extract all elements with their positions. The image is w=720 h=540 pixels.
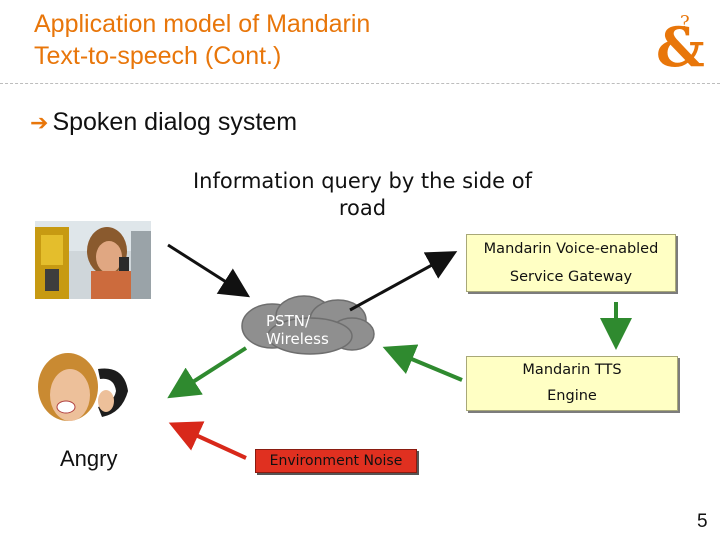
arrow-right-bullet-icon: ➔ <box>30 109 49 135</box>
arrow-caller-to-network <box>167 243 251 298</box>
svg-text:?: ? <box>680 14 690 33</box>
voice-gateway-box: Mandarin Voice-enabled Service Gateway <box>466 234 676 292</box>
network-cloud-icon <box>241 295 375 355</box>
arrow-tts-to-network <box>382 344 463 382</box>
angry-woman-phone-photo <box>36 351 141 431</box>
page-number: 5 <box>697 511 708 532</box>
tts-engine-box: Mandarin TTS Engine <box>466 356 678 411</box>
environment-noise-box: Environment Noise <box>255 449 417 473</box>
slide-title: Application model of Mandarin Text-to-sp… <box>34 10 371 70</box>
tts-line-1: Mandarin TTS <box>522 362 622 378</box>
phone-booth-woman-photo <box>35 221 151 299</box>
gateway-line-2: Service Gateway <box>509 269 633 285</box>
arrow-noise-to-user <box>168 421 247 460</box>
bullet-item: ➔ Spoken dialog system <box>30 108 297 137</box>
bullet-text: Spoken dialog system <box>52 108 298 136</box>
angry-label: Angry <box>60 446 118 471</box>
tts-line-2: Engine <box>547 388 597 404</box>
cloud-label: PSTN/ Wireless <box>266 312 329 348</box>
query-caption: Information query by the side of road <box>192 169 533 220</box>
gateway-line-1: Mandarin Voice-enabled <box>483 241 659 257</box>
title-divider <box>0 83 720 84</box>
ampersand-logo-icon: & ? <box>656 14 705 72</box>
svg-text:&: & <box>656 15 705 72</box>
